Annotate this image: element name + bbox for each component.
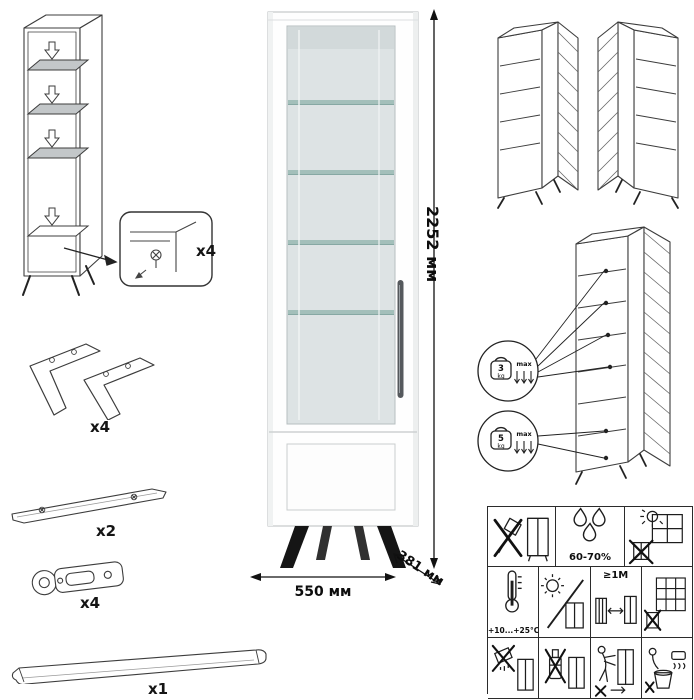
care-cell-temperature: +10...+25°C (488, 567, 540, 638)
width-dimension-line (250, 573, 396, 581)
care-cell-no-spill (488, 638, 540, 699)
load-limit-diagram: 3 kg max 5 kg max (477, 226, 671, 485)
load-limit-lower: 5 kg max (477, 410, 539, 472)
no-direct-sunlight-icon (629, 508, 684, 564)
temperature-value: +10...+25°C (488, 626, 540, 635)
handle-part-drawing (11, 649, 267, 684)
careful-cleaning-icon (644, 647, 686, 693)
temperature-icon (505, 570, 522, 613)
depth-dimension-line (393, 553, 441, 585)
handle-count: x1 (148, 680, 169, 698)
care-row-1: 60-70% (488, 507, 693, 567)
lower-load-unit: kg (497, 443, 504, 450)
shelf-fitting-detail-callout (119, 211, 213, 287)
care-cell-no-direct-sun (624, 507, 693, 567)
door-option-left-drawing (597, 21, 679, 209)
legs-part-drawing (29, 343, 155, 420)
upper-load-max: max (516, 360, 532, 368)
sun-shade-icon (541, 574, 585, 629)
bottom-door-panel (286, 443, 396, 511)
care-cell-no-knocking (488, 507, 557, 567)
care-row-3 (488, 638, 693, 699)
lower-load-value: 5 (498, 434, 504, 444)
humidity-value: 60-70% (568, 552, 611, 563)
glass-shelves (288, 100, 394, 315)
heater-distance-value: ≥1M (602, 570, 629, 581)
care-cell-no-uneven-wall (641, 567, 693, 638)
upper-load-unit: kg (497, 373, 504, 380)
door-hatching (557, 31, 579, 189)
rail-count: x2 (96, 522, 117, 540)
cabinet-legs (280, 526, 406, 568)
exploded-cabinet-drawing (22, 14, 118, 296)
cabinet-render (267, 11, 419, 568)
no-dragging-icon (594, 645, 634, 697)
upper-shelf-leaders (535, 270, 609, 378)
legs-count: x4 (90, 418, 111, 436)
door-option-right-drawing (497, 21, 579, 209)
no-uneven-wall-icon (643, 577, 686, 631)
rail-part-drawing (11, 488, 167, 524)
hinge-part-drawing (31, 561, 124, 596)
width-dimension-label: 550 мм (294, 584, 352, 600)
care-cell-heater-distance: ≥1M (590, 567, 642, 638)
callout-leader-arrow (63, 247, 118, 266)
care-cell-no-solvents (539, 638, 591, 699)
upper-load-value: 3 (498, 364, 504, 374)
height-dimension-label: 2252 мм (423, 206, 442, 283)
load-limit-upper: 3 kg max (477, 340, 539, 402)
no-solvents-icon (545, 648, 586, 689)
shelf-fitting-count: x4 (196, 242, 217, 260)
care-cell-careful-cleaning (641, 638, 693, 699)
cabinet-handle (397, 280, 404, 398)
care-row-2: +10...+25°C (488, 567, 693, 638)
lower-shelf-leaders (537, 430, 605, 459)
no-spill-icon (491, 644, 534, 691)
care-cell-sun-shade (539, 567, 591, 638)
height-dimension-line (430, 9, 438, 569)
care-cell-humidity: 60-70% (556, 507, 625, 567)
heater-distance-icon (594, 595, 637, 624)
shelf-insert-arrows (43, 41, 61, 226)
lower-load-max: max (516, 430, 532, 438)
glass-door-panel (286, 25, 396, 425)
no-knocking-icon (493, 517, 549, 561)
hinge-count: x4 (80, 594, 101, 612)
exploded-cabinet-legs (22, 265, 95, 296)
care-icons-grid: 60-70% (487, 506, 693, 699)
care-cell-no-dragging (590, 638, 642, 699)
humidity-icon (573, 507, 606, 541)
